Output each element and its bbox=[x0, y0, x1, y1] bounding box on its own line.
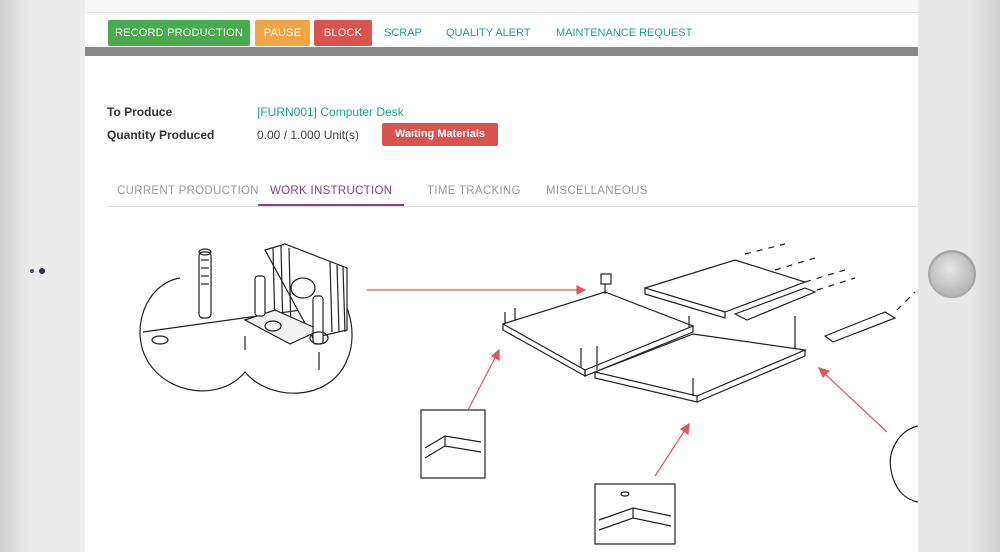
camera-icon bbox=[30, 268, 45, 274]
record-production-button[interactable]: RECORD PRODUCTION bbox=[108, 20, 250, 46]
tab-bar: CURRENT PRODUCTION WORK INSTRUCTION TIME… bbox=[107, 178, 918, 207]
quality-alert-button[interactable]: QUALITY ALERT bbox=[446, 27, 531, 39]
action-toolbar: RECORD PRODUCTION PAUSE BLOCK SCRAP QUAL… bbox=[85, 13, 918, 47]
to-produce-label: To Produce bbox=[107, 105, 173, 119]
tab-miscellaneous[interactable]: MISCELLANEOUS bbox=[546, 185, 648, 197]
tab-current-production[interactable]: CURRENT PRODUCTION bbox=[117, 185, 259, 197]
tab-work-instruction[interactable]: WORK INSTRUCTION bbox=[258, 178, 405, 206]
block-button[interactable]: BLOCK bbox=[314, 20, 372, 46]
pause-button[interactable]: PAUSE bbox=[255, 20, 310, 46]
status-badge: Waiting Materials bbox=[382, 123, 498, 146]
quantity-produced-label: Quantity Produced bbox=[107, 128, 215, 142]
app-screen: RECORD PRODUCTION PAUSE BLOCK SCRAP QUAL… bbox=[85, 0, 918, 552]
scrap-button[interactable]: SCRAP bbox=[384, 27, 422, 39]
window-title-strip bbox=[85, 0, 918, 13]
assembly-instruction-drawing bbox=[139, 243, 918, 545]
product-link[interactable]: [FURN001] Computer Desk bbox=[257, 105, 404, 119]
quantity-produced-value: 0.00 / 1.000 Unit(s) bbox=[257, 128, 360, 142]
home-button-icon[interactable] bbox=[928, 250, 976, 298]
toolbar-divider bbox=[85, 47, 918, 56]
tab-time-tracking[interactable]: TIME TRACKING bbox=[427, 185, 521, 197]
maintenance-request-button[interactable]: MAINTENANCE REQUEST bbox=[556, 27, 693, 39]
